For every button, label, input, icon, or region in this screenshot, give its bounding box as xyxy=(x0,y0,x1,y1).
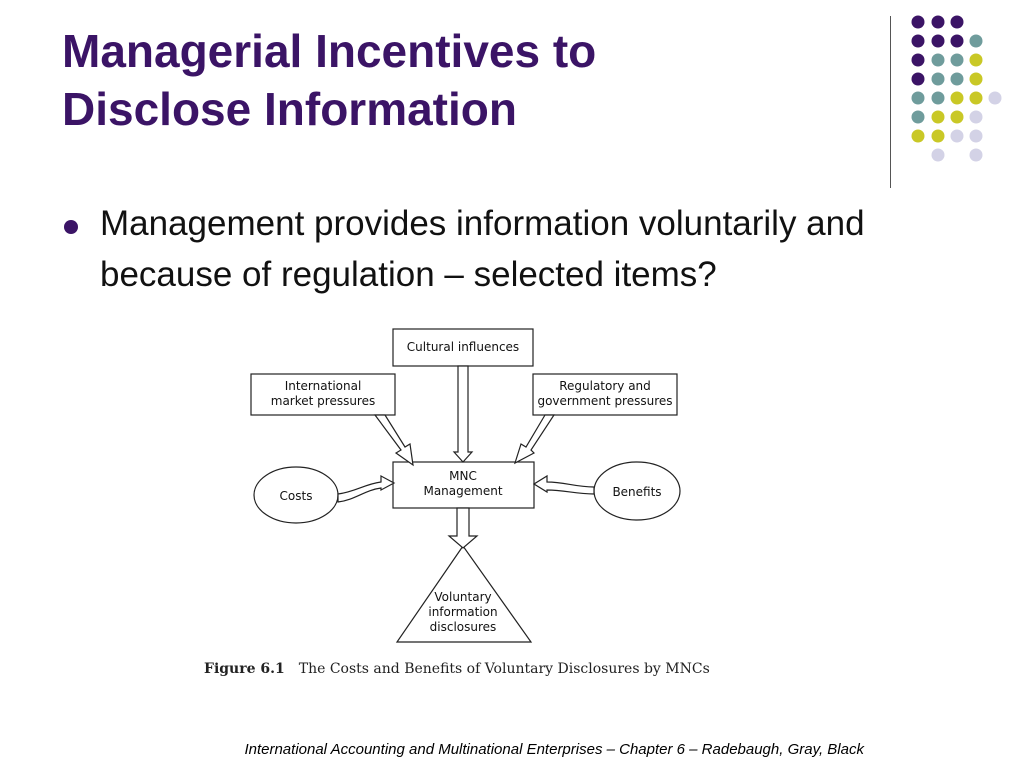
management-label-line-2: Management xyxy=(423,484,502,498)
management-down-arrow xyxy=(447,507,479,549)
decorative-dot-icon xyxy=(931,148,945,162)
decorative-dot-icon xyxy=(931,15,945,29)
mnc-management-box xyxy=(392,461,535,509)
decorative-dot-icon xyxy=(950,34,964,48)
decorative-dot-icon xyxy=(969,91,983,105)
decorative-dot-grid xyxy=(911,15,1002,162)
disclosures-label-line-3: disclosures xyxy=(430,620,497,634)
international-label-line-1: International xyxy=(285,379,362,393)
regulatory-pressures-box xyxy=(532,373,678,416)
decorative-dot-icon xyxy=(931,72,945,86)
decorative-dot-icon xyxy=(969,53,983,67)
decorative-dot-icon xyxy=(911,129,925,143)
disclosure-diagram: Cultural influences International market… xyxy=(250,328,681,643)
cultural-influences-label: Cultural influences xyxy=(407,340,519,354)
decorative-dot-icon xyxy=(931,34,945,48)
decorative-dot-icon xyxy=(911,34,925,48)
decorative-dot-icon xyxy=(911,72,925,86)
decorative-dot-icon xyxy=(969,72,983,86)
disclosures-label-line-1: Voluntary xyxy=(434,590,491,604)
regulatory-diagonal-arrow xyxy=(513,414,556,465)
decorative-dot-icon xyxy=(931,129,945,143)
benefits-label: Benefits xyxy=(612,485,661,499)
figure-caption: Figure 6.1 The Costs and Benefits of Volu… xyxy=(204,661,710,677)
disclosures-label-line-2: information xyxy=(428,605,497,619)
decorative-dot-icon xyxy=(969,34,983,48)
decorative-dot-icon xyxy=(911,53,925,67)
decorative-dot-icon xyxy=(950,72,964,86)
slide-title: Managerial Incentives to Disclose Inform… xyxy=(62,22,862,138)
costs-label: Costs xyxy=(280,489,313,503)
figure-number: Figure 6.1 xyxy=(204,661,285,677)
bullet-text: Management provides information voluntar… xyxy=(100,204,865,294)
decorative-dot-icon xyxy=(969,129,983,143)
decorative-dot-icon xyxy=(931,91,945,105)
decorative-dot-icon xyxy=(969,110,983,124)
international-diagonal-arrow xyxy=(373,414,414,467)
bullet-list: Management provides information voluntar… xyxy=(62,198,962,300)
figure-caption-text: The Costs and Benefits of Voluntary Disc… xyxy=(298,661,710,677)
decorative-dot-icon xyxy=(911,91,925,105)
voluntary-disclosures-triangle xyxy=(395,544,533,643)
decorative-dot-icon xyxy=(950,110,964,124)
benefits-left-arrow xyxy=(532,474,595,495)
decorative-dot-icon xyxy=(969,148,983,162)
regulatory-label-line-1: Regulatory and xyxy=(559,379,651,393)
header-divider xyxy=(890,16,891,188)
decorative-dot-icon xyxy=(911,15,925,29)
decorative-dot-icon xyxy=(950,15,964,29)
title-line-1: Managerial Incentives to xyxy=(62,25,597,77)
international-pressures-box xyxy=(250,373,396,416)
bullet-item: Management provides information voluntar… xyxy=(62,198,962,300)
costs-right-arrow xyxy=(337,474,396,503)
international-label-line-2: market pressures xyxy=(271,394,375,408)
decorative-dot-icon xyxy=(988,91,1002,105)
decorative-dot-icon xyxy=(931,110,945,124)
regulatory-label-line-2: government pressures xyxy=(537,394,672,408)
cultural-influences-box xyxy=(392,328,534,367)
bullet-dot-icon xyxy=(64,220,78,234)
decorative-dot-icon xyxy=(911,110,925,124)
cultural-down-arrow xyxy=(452,365,474,463)
management-label-line-1: MNC xyxy=(449,469,477,483)
slide-footer: International Accounting and Multination… xyxy=(244,741,864,758)
decorative-dot-icon xyxy=(931,53,945,67)
decorative-dot-icon xyxy=(950,91,964,105)
title-line-2: Disclose Information xyxy=(62,83,517,135)
decorative-dot-icon xyxy=(950,129,964,143)
decorative-dot-icon xyxy=(950,53,964,67)
